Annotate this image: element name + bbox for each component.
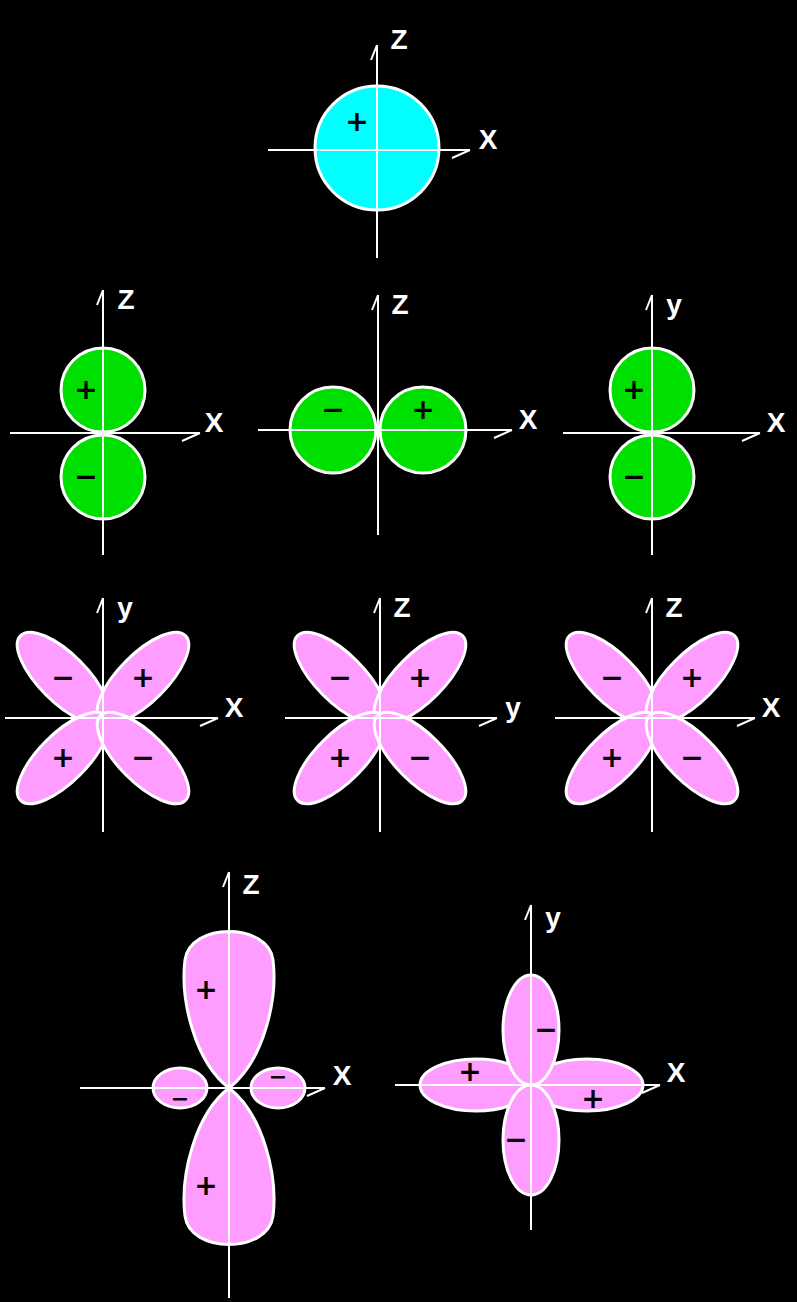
phase-sign: − bbox=[269, 1066, 287, 1088]
axis-line bbox=[102, 290, 104, 555]
phase-sign: + bbox=[622, 376, 645, 404]
axis-line bbox=[228, 872, 230, 1298]
axis-tick bbox=[307, 1088, 325, 1096]
phase-sign: + bbox=[411, 396, 434, 424]
phase-sign: − bbox=[51, 664, 74, 692]
phase-sign: + bbox=[328, 744, 351, 772]
axis-tick bbox=[525, 905, 531, 920]
d-lobe bbox=[361, 699, 480, 818]
axis-line bbox=[268, 149, 470, 151]
phase-sign: − bbox=[131, 744, 154, 772]
axes bbox=[5, 45, 760, 1298]
axis-tick bbox=[642, 1085, 660, 1093]
axis-label: Z bbox=[391, 291, 408, 319]
phase-sign: − bbox=[321, 396, 344, 424]
axis-line bbox=[530, 905, 532, 1230]
phase-sign: + bbox=[458, 1058, 481, 1086]
phase-sign: − bbox=[74, 463, 97, 491]
axis-label: X bbox=[205, 409, 224, 437]
axis-line bbox=[80, 1087, 325, 1089]
axis-tick bbox=[374, 598, 380, 613]
orbital-lobes bbox=[4, 86, 752, 1245]
phase-sign: + bbox=[345, 108, 368, 136]
axis-label: X bbox=[762, 694, 781, 722]
phase-sign: − bbox=[408, 744, 431, 772]
axis-label: X bbox=[519, 406, 538, 434]
phase-sign: − bbox=[328, 664, 351, 692]
d-lobe bbox=[633, 699, 752, 818]
d-lobe bbox=[84, 699, 203, 818]
axis-tick bbox=[97, 290, 103, 305]
axis-label: X bbox=[479, 126, 498, 154]
axis-tick bbox=[200, 718, 218, 726]
axis-label: X bbox=[667, 1059, 686, 1087]
axis-tick bbox=[372, 295, 378, 310]
axis-line bbox=[285, 717, 497, 719]
axis-label: Z bbox=[393, 594, 410, 622]
axis-tick bbox=[646, 598, 652, 613]
axis-line bbox=[5, 717, 218, 719]
axis-tick bbox=[494, 430, 512, 438]
phase-sign: − bbox=[171, 1088, 189, 1110]
axis-line bbox=[258, 429, 512, 431]
phase-sign: + bbox=[581, 1085, 604, 1113]
phase-sign: − bbox=[622, 463, 645, 491]
axis-label: Z bbox=[665, 594, 682, 622]
phase-sign: − bbox=[680, 744, 703, 772]
axis-tick bbox=[97, 598, 103, 613]
axis-tick bbox=[452, 150, 470, 158]
phase-sign: + bbox=[408, 664, 431, 692]
phase-sign: − bbox=[534, 1016, 557, 1044]
axis-tick bbox=[742, 433, 760, 441]
phase-sign: + bbox=[194, 976, 217, 1004]
axis-line bbox=[376, 45, 378, 258]
axis-label: y bbox=[545, 904, 561, 932]
phase-sign: − bbox=[504, 1126, 527, 1154]
axis-label: X bbox=[225, 694, 244, 722]
phase-sign: + bbox=[51, 744, 74, 772]
axis-label: Z bbox=[117, 286, 134, 314]
axis-label: Z bbox=[390, 26, 407, 54]
axis-label: y bbox=[666, 291, 682, 319]
axis-line bbox=[379, 598, 381, 832]
phase-sign: + bbox=[74, 376, 97, 404]
axis-line bbox=[555, 717, 755, 719]
axis-line bbox=[10, 432, 200, 434]
axis-tick bbox=[223, 872, 229, 887]
axis-line bbox=[102, 598, 104, 832]
axis-label: X bbox=[767, 409, 786, 437]
axis-tick bbox=[737, 718, 755, 726]
phase-sign: + bbox=[680, 664, 703, 692]
axis-line bbox=[395, 1084, 660, 1086]
axis-line bbox=[563, 432, 760, 434]
axis-line bbox=[377, 295, 379, 535]
axis-label: y bbox=[117, 594, 133, 622]
axis-tick bbox=[182, 433, 200, 441]
axis-line bbox=[651, 295, 653, 555]
axis-tick bbox=[479, 718, 497, 726]
phase-sign: + bbox=[131, 664, 154, 692]
axis-line bbox=[651, 598, 653, 832]
axis-label: X bbox=[333, 1062, 352, 1090]
phase-sign: + bbox=[194, 1172, 217, 1200]
axis-label: y bbox=[505, 694, 521, 722]
axis-tick bbox=[646, 295, 652, 310]
axis-label: Z bbox=[242, 871, 259, 899]
axis-tick bbox=[371, 45, 377, 60]
phase-sign: − bbox=[600, 664, 623, 692]
phase-sign: + bbox=[600, 744, 623, 772]
